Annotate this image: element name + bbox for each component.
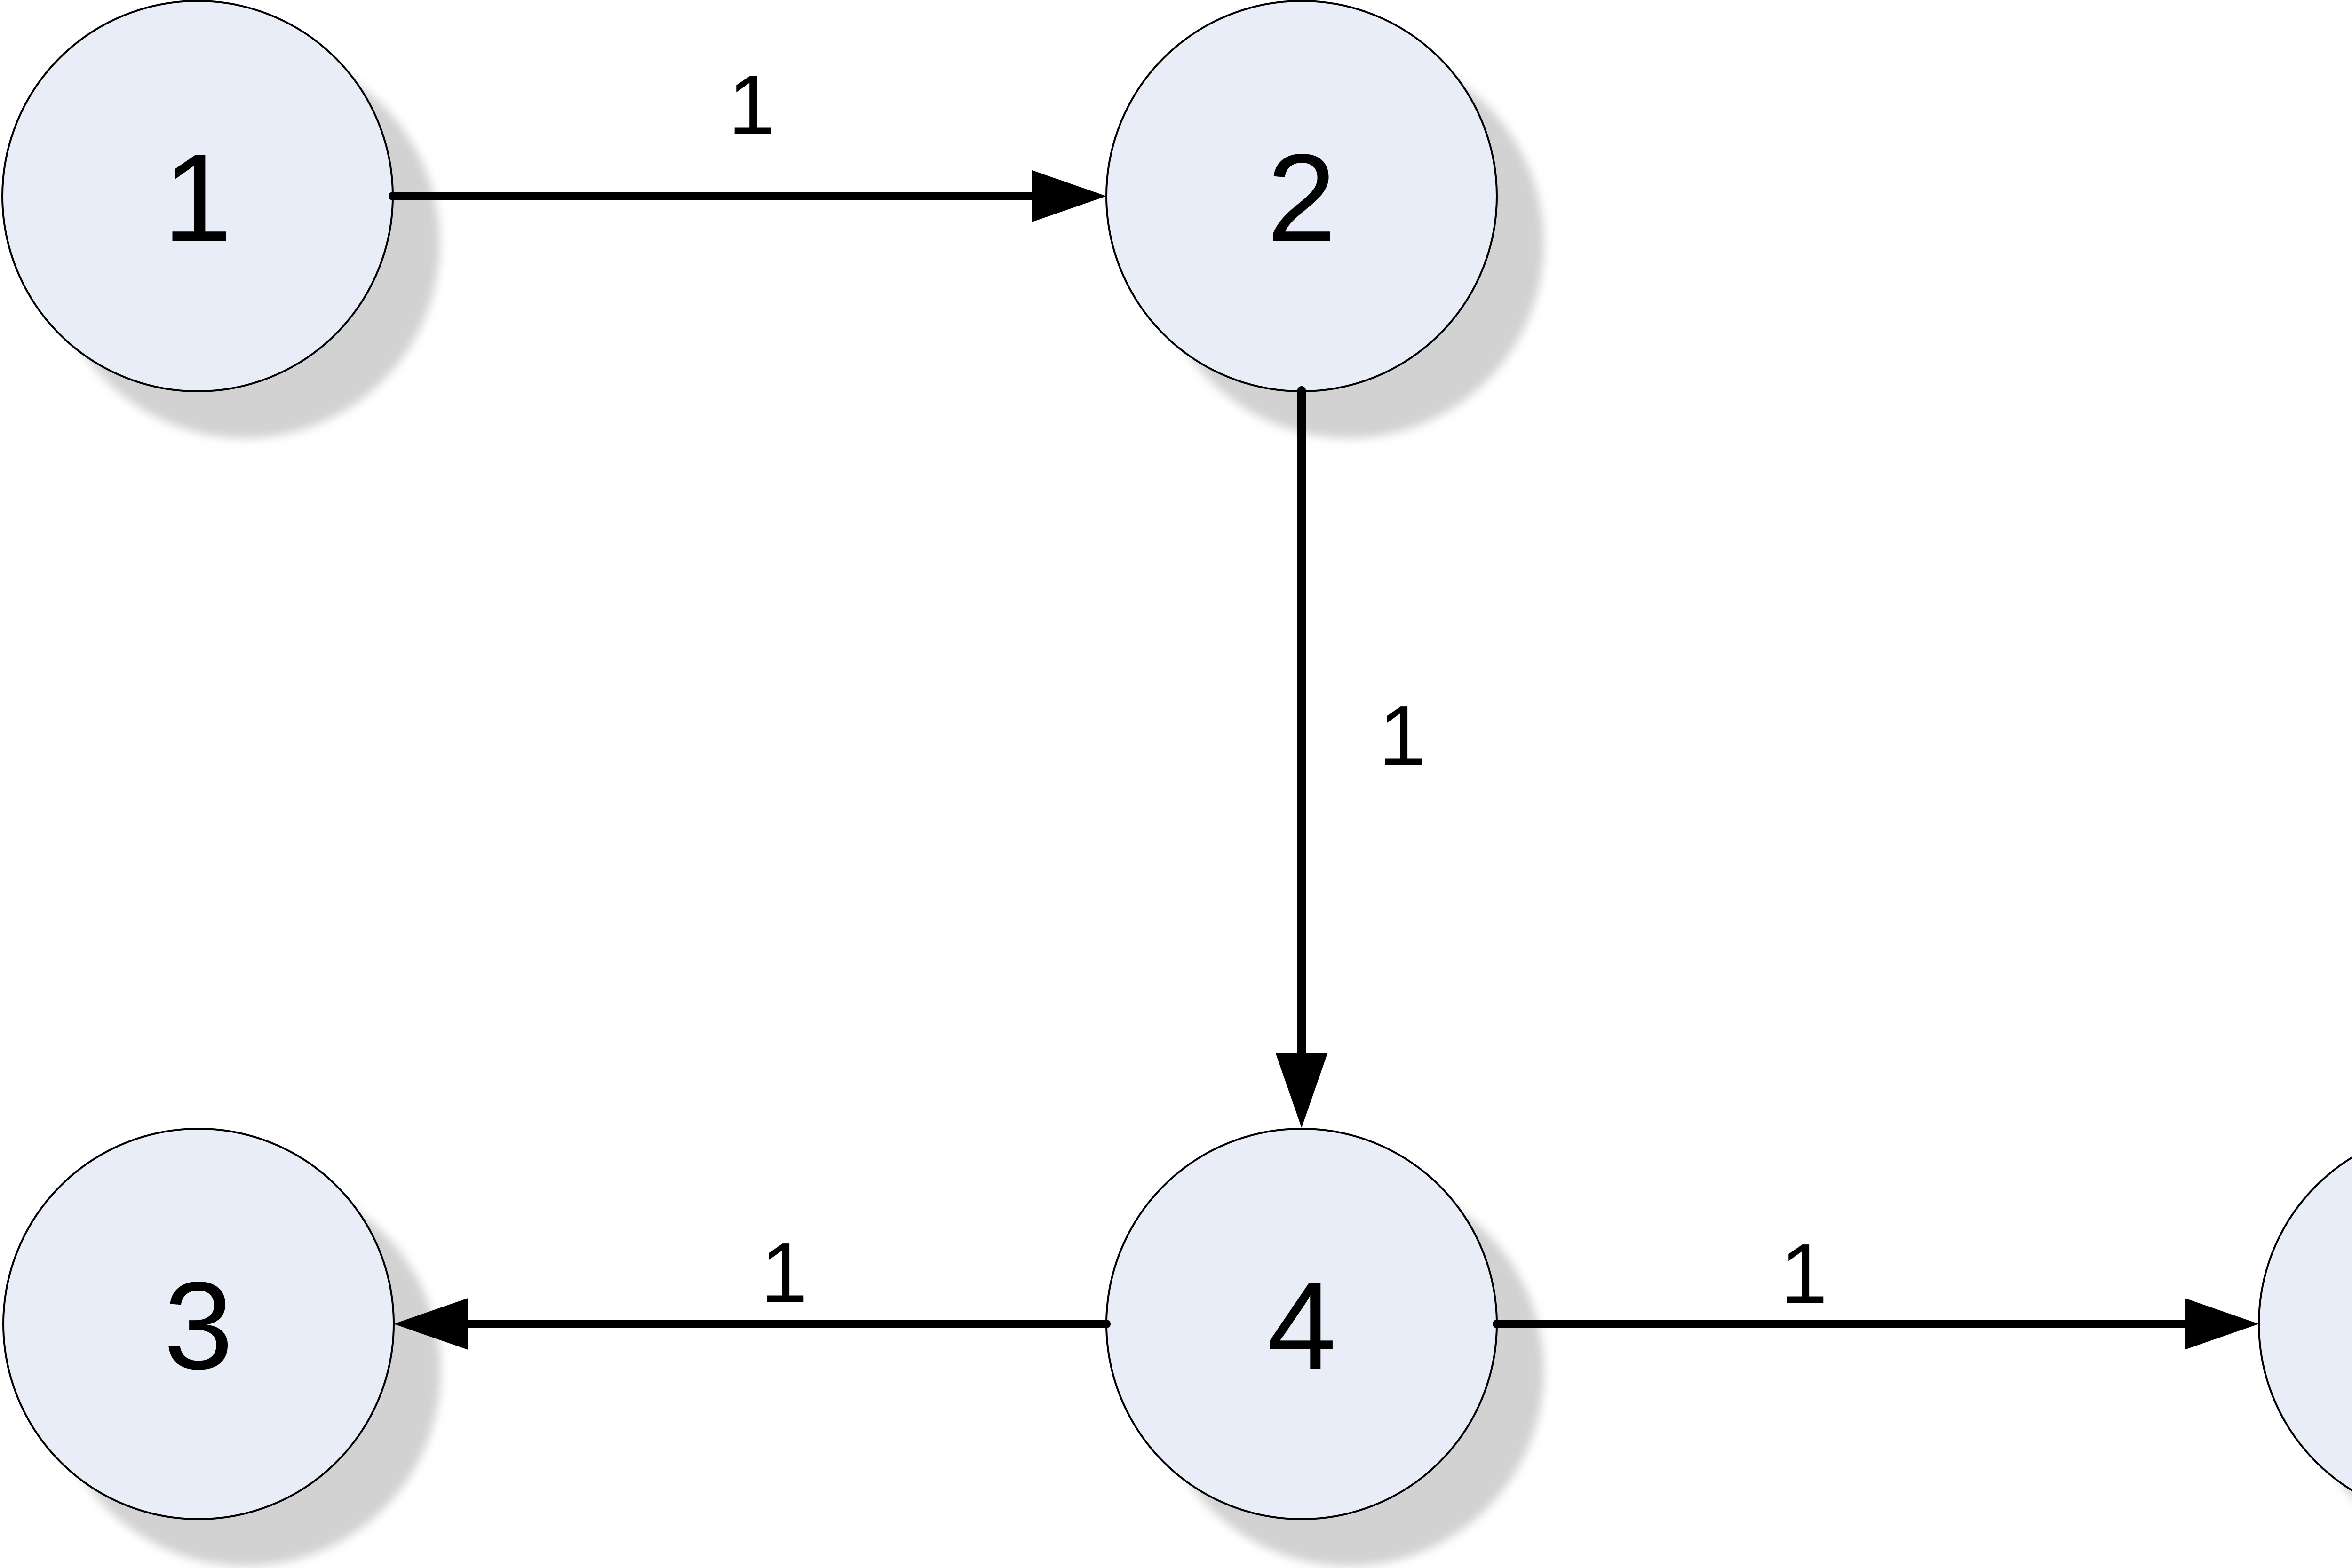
arrowhead-icon xyxy=(1032,170,1106,222)
arrowhead-icon xyxy=(394,1298,468,1350)
node-1-circle[interactable] xyxy=(1,0,394,392)
edge-2-to-4-weight-label: 1 xyxy=(1379,689,1426,783)
edge-4-to-3-weight-label: 1 xyxy=(761,1226,808,1320)
node-4-circle[interactable] xyxy=(1105,1128,1498,1520)
edge-4-to-5-weight-label: 1 xyxy=(1780,1227,1828,1321)
edge-1-to-2-weight-label: 1 xyxy=(728,58,775,152)
arrowhead-icon xyxy=(2185,1298,2259,1350)
edge-4-to-5[interactable]: 1 xyxy=(1493,1227,2259,1350)
node-2[interactable]: 2 xyxy=(1105,0,1544,438)
node-2-circle[interactable] xyxy=(1105,0,1498,392)
node-3[interactable]: 3 xyxy=(2,1128,441,1566)
node-4[interactable]: 4 xyxy=(1105,1128,1544,1566)
node-1[interactable]: 1 xyxy=(1,0,440,438)
node-5[interactable]: 5 xyxy=(2258,1129,2352,1566)
node-5-circle[interactable] xyxy=(2258,1129,2352,1519)
edge-2-to-4[interactable]: 1 xyxy=(1276,386,1426,1128)
edge-1-to-2[interactable]: 1 xyxy=(389,58,1106,222)
arrowhead-icon xyxy=(1276,1053,1327,1128)
edge-4-to-3[interactable]: 1 xyxy=(394,1226,1111,1350)
node-3-circle[interactable] xyxy=(2,1128,395,1520)
